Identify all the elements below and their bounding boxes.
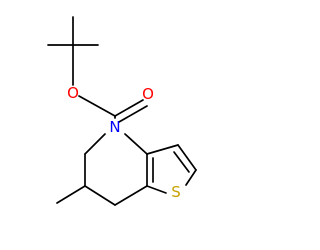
bond-c3a-n [124, 133, 148, 155]
molecule-structure: O O N S [47, 16, 197, 206]
bond-c6-methyl [56, 185, 86, 204]
thiophene-ring [146, 144, 197, 194]
carbonyl-oxygen-label: O [142, 85, 154, 103]
bond-c3a-c3 [146, 144, 179, 155]
bond-ccarbonyl-ocarbonyl-a [114, 99, 144, 117]
ester-oxygen-label: O [67, 84, 79, 102]
tetrahydropyridine-ring [84, 115, 148, 206]
carbamate-group [78, 95, 148, 123]
bond-ccarbonyl-ocarbonyl-b [118, 105, 148, 123]
ring-sulfur-label: S [171, 183, 181, 201]
methyl-group [56, 185, 86, 204]
tert-butyl-group [47, 16, 99, 86]
bond-n-c5 [84, 133, 106, 155]
ring-nitrogen-label: N [109, 118, 120, 136]
bond-oester-ccarbonyl [78, 95, 116, 117]
bond-s-c7a [146, 185, 167, 194]
bond-c2-s [185, 169, 197, 186]
bond-c6-c7 [84, 185, 116, 206]
bond-c3-c2-a [177, 144, 197, 171]
bond-c7-c7a [114, 185, 148, 206]
bond-c3-c2-b [173, 151, 190, 173]
